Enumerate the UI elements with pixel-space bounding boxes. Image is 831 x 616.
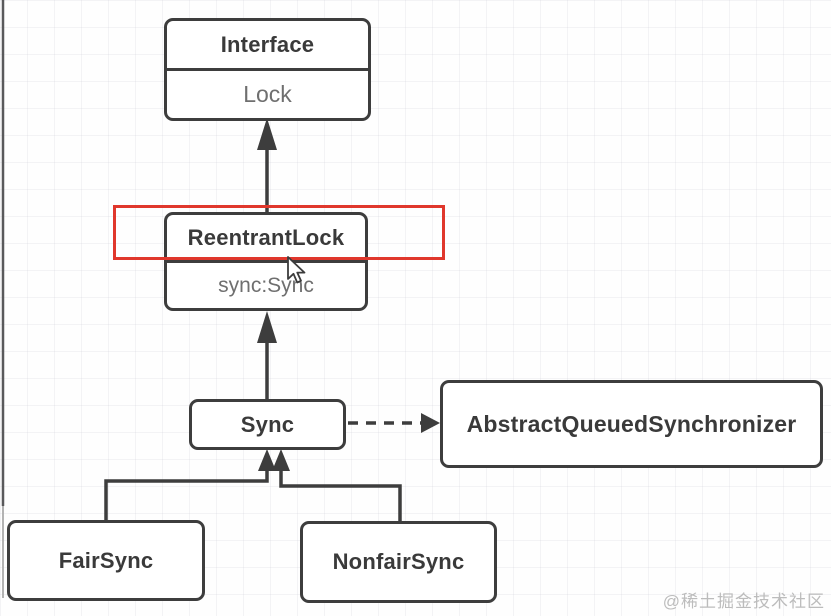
fairsync-title: FairSync: [58, 547, 154, 573]
interface-node-body: Lock: [167, 71, 368, 118]
nonfairsync-node-body: NonfairSync: [303, 524, 494, 600]
reentrantlock-node[interactable]: ReentrantLock sync:Sync: [164, 212, 368, 311]
aqs-node-body: AbstractQueuedSynchronizer: [443, 383, 820, 465]
sync-title: Sync: [240, 411, 295, 437]
fairsync-node[interactable]: FairSync: [7, 520, 205, 601]
interface-title: Interface: [220, 31, 315, 57]
aqs-node[interactable]: AbstractQueuedSynchronizer: [440, 380, 823, 468]
reentrantlock-attribute: sync:Sync: [218, 273, 314, 297]
interface-lock-node[interactable]: Interface Lock: [164, 18, 371, 121]
edge-nonfairsync-to-sync: [272, 449, 402, 522]
aqs-title: AbstractQueuedSynchronizer: [466, 410, 797, 437]
edge-fairsync-to-sync: [104, 449, 276, 521]
sync-node-body: Sync: [192, 402, 343, 447]
edge-sync-to-aqs: [348, 413, 440, 433]
edge-sync-to-reentrantlock: [257, 311, 277, 400]
interface-attribute: Lock: [243, 81, 292, 107]
reentrantlock-node-body: sync:Sync: [167, 263, 365, 308]
fairsync-node-body: FairSync: [10, 523, 202, 598]
reentrantlock-node-header: ReentrantLock: [167, 215, 365, 263]
reentrantlock-title: ReentrantLock: [187, 224, 345, 250]
sync-node[interactable]: Sync: [189, 399, 346, 450]
interface-node-header: Interface: [167, 21, 368, 71]
watermark: @稀土掘金技术社区: [662, 592, 825, 611]
nonfairsync-node[interactable]: NonfairSync: [300, 521, 497, 603]
nonfairsync-title: NonfairSync: [332, 549, 465, 574]
edge-reentrantlock-to-lock: [257, 118, 277, 213]
mouse-cursor-icon: [287, 256, 306, 284]
